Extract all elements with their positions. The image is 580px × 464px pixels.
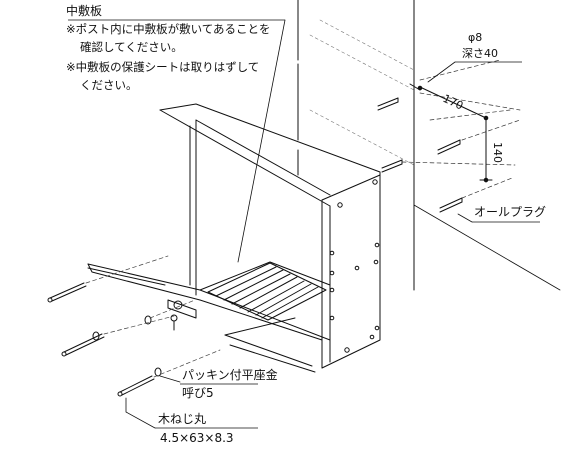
wall-plugs <box>377 97 463 213</box>
wall-plug <box>381 159 403 173</box>
washers <box>92 315 162 377</box>
note-2-line-2: ください。 <box>80 78 138 92</box>
screw-leader <box>125 397 156 429</box>
label-screw: 木ねじ丸 <box>158 412 207 426</box>
drill-axes <box>401 59 521 199</box>
wall-plug <box>377 97 399 111</box>
label-underlines <box>68 19 540 429</box>
screw-axes <box>85 255 221 378</box>
wall-plug <box>437 139 461 155</box>
hole-leader <box>427 61 456 83</box>
note-2-line-1: ※中敷板の保護シートは取りはずして <box>66 60 260 74</box>
note-1-line-1: ※ポスト内に中敷板が敷いてあることを <box>66 22 271 36</box>
center-board-leader <box>237 19 286 263</box>
wall-plug <box>439 197 463 213</box>
bottom-tray <box>87 261 331 373</box>
screws <box>47 282 155 397</box>
hole-dimension-frame <box>409 83 493 183</box>
label-washer-size: 呼び5 <box>182 386 214 400</box>
center-board <box>207 262 327 321</box>
label-center-board: 中敷板 <box>66 4 103 18</box>
label-hole-diameter: φ8 <box>468 31 483 44</box>
screw <box>47 282 87 303</box>
latch-hardware <box>167 299 197 331</box>
label-hole-depth: 深さ40 <box>462 47 498 60</box>
wall <box>297 0 561 291</box>
label-screw-size: 4.5×63×8.3 <box>160 431 234 445</box>
label-anchor-plug: オールプラグ <box>474 205 547 219</box>
front-plate <box>321 174 381 369</box>
screw <box>61 333 105 357</box>
screw <box>117 375 155 397</box>
anchor-leader <box>457 213 473 223</box>
dim-140: 140 <box>491 142 504 163</box>
box-back-panel <box>159 103 381 296</box>
label-washer: パッキン付平座金 <box>182 368 278 382</box>
washer-leader <box>159 375 181 383</box>
note-1-line-2: 確認してください。 <box>80 40 183 54</box>
dim-170: 170 <box>441 92 466 113</box>
